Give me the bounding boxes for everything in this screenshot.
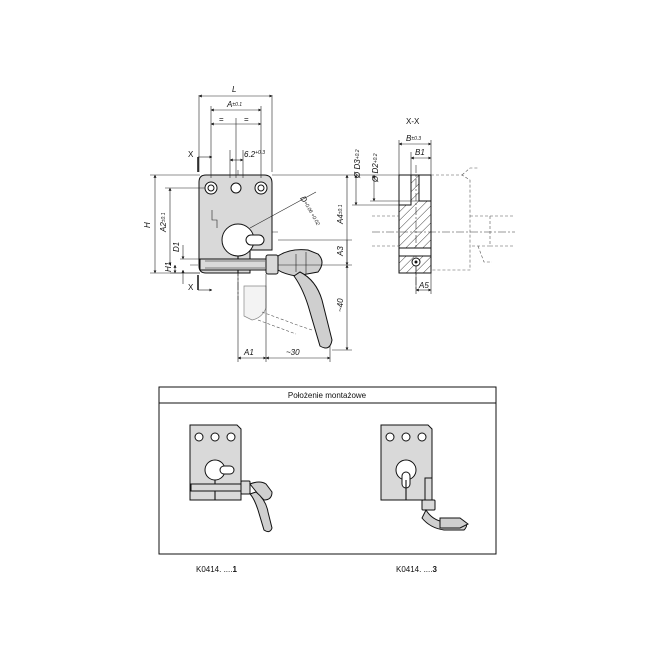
caption-variant-3: K0414. .... — [396, 565, 432, 574]
dim-D-tol: +0.06 +0.02 — [302, 201, 321, 227]
dim-A1: A1 — [243, 348, 254, 357]
dim-H1: H1 — [164, 262, 173, 272]
dim-D2-tol: +0.2 — [373, 153, 379, 163]
dim-equal-1: = — [219, 115, 224, 124]
svg-text:Ø D3+0.2: Ø D3+0.2 — [353, 149, 362, 179]
dim-A: A — [226, 100, 232, 109]
clamp-bolt — [199, 258, 269, 271]
dim-D: D — [298, 195, 309, 205]
dim-40: ~40 — [336, 298, 345, 312]
caption-variant-1: K0414. .... — [196, 565, 232, 574]
svg-text:B±0.3: B±0.3 — [406, 134, 421, 143]
section-mark-bottom: X — [188, 283, 194, 292]
caption-variant-1-suffix: 1 — [232, 565, 237, 574]
svg-text:A4±0.1: A4±0.1 — [336, 204, 345, 225]
svg-text:K0414. ....3: K0414. ....3 — [396, 565, 437, 574]
svg-text:D+0.06 +0.02: D+0.06 +0.02 — [298, 195, 322, 228]
dim-B1: B1 — [415, 148, 425, 157]
mount-hole-center — [230, 182, 242, 194]
dim-A4: A4 — [336, 214, 345, 225]
dim-H: H — [143, 222, 152, 228]
clamp-lever — [277, 249, 323, 277]
dim-D1: D1 — [172, 242, 181, 252]
dim-B-tol: ±0.3 — [411, 136, 421, 142]
section-title: X-X — [406, 117, 420, 126]
lever-ghost — [243, 285, 267, 321]
front-view: X X L A±0.1 = = 6.2+0.3 H A2±0.1 — [143, 85, 352, 362]
dim-D2: Ø D2 — [371, 163, 380, 183]
dim-6-2-tol: +0.3 — [255, 150, 265, 156]
mounting-variant-1 — [189, 424, 273, 533]
dim-L: L — [232, 85, 236, 94]
dim-A-tol: ±0.1 — [232, 102, 242, 108]
dim-6-2: 6.2 — [244, 150, 256, 159]
dim-A4-tol: ±0.1 — [338, 204, 344, 214]
svg-text:Ø D2+0.2: Ø D2+0.2 — [371, 153, 380, 183]
dim-D3: Ø D3 — [353, 159, 362, 179]
svg-text:K0414. ....1: K0414. ....1 — [196, 565, 237, 574]
section-view: X-X B±0.3 B1 Ø D3+0.2 Ø D — [352, 117, 515, 294]
dim-A2: A2 — [159, 222, 168, 233]
dim-D3-tol: +0.2 — [355, 149, 361, 159]
section-mark-top: X — [188, 150, 194, 159]
dim-B: B — [406, 134, 412, 143]
svg-text:A2±0.1: A2±0.1 — [159, 212, 168, 233]
dim-A3: A3 — [336, 246, 345, 257]
dim-A5: A5 — [418, 281, 429, 290]
mounting-variant-3 — [380, 424, 469, 531]
mounting-title: Położenie montażowe — [288, 391, 367, 400]
dim-equal-2: = — [244, 115, 249, 124]
dim-A2-tol: ±0.1 — [161, 212, 167, 222]
lever-swing — [293, 271, 333, 349]
dim-30: ~30 — [286, 348, 300, 357]
svg-text:A±0.1: A±0.1 — [226, 100, 242, 109]
svg-text:6.2+0.3: 6.2+0.3 — [244, 150, 265, 159]
caption-variant-3-suffix: 3 — [432, 565, 437, 574]
